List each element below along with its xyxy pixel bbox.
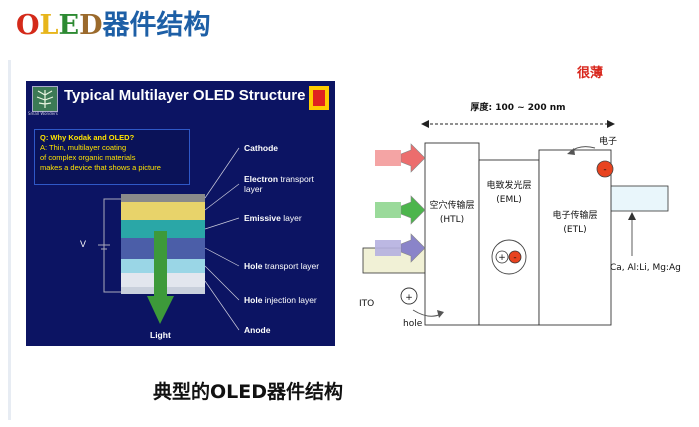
title-letter-e: E	[58, 10, 80, 41]
cathode-materials-label: Ca, Al:Li, Mg:Ag	[610, 263, 681, 273]
light-label: Light	[150, 330, 171, 340]
slide-title: Typical Multilayer OLED Structure	[64, 87, 306, 104]
thickness-label: 厚度: 100 ~ 200 nm	[470, 101, 565, 113]
emissive-layer	[121, 220, 205, 238]
qa-box: Q: Why Kodak and OLED? A: Thin, multilay…	[34, 129, 190, 185]
layer-stack-graphic	[98, 147, 240, 331]
svg-text:+: +	[405, 293, 413, 303]
kodak-slide: Small Wonders Typical Multilayer OLED St…	[26, 81, 335, 346]
layer-label-hole-transport: Hole transport layer	[244, 261, 320, 271]
eml-abbr: (EML)	[496, 195, 522, 205]
title-letter-l: L	[39, 10, 59, 41]
layer-label-anode: Anode	[244, 325, 271, 335]
htl-abbr: (HTL)	[440, 215, 464, 225]
kodak-k-mark	[313, 90, 325, 106]
blue-emission-arrow-icon	[400, 233, 426, 263]
svg-text:-: -	[513, 253, 516, 263]
svg-text:-: -	[603, 165, 606, 175]
title-rest: 器件结构	[102, 10, 211, 41]
red-emission-arrow-icon	[400, 143, 426, 173]
thin-note: 很薄	[577, 66, 604, 81]
logo-caption: Small Wonders	[28, 111, 58, 116]
small-wonders-logo-icon	[32, 86, 58, 112]
page-title: OLED器件结构	[16, 6, 211, 46]
ito-label: ITO	[359, 299, 374, 309]
electron-particle	[596, 160, 614, 178]
cathode-layer	[121, 194, 205, 202]
diagram-caption: 典型的OLED器件结构	[153, 381, 344, 403]
etl-abbr: (ETL)	[563, 225, 586, 235]
left-accent-strip	[8, 60, 11, 420]
qa-answer-line-1: A: Thin, multilayer coating	[40, 143, 127, 152]
etl-label: 电子传输层	[552, 209, 597, 221]
hole-particle	[400, 287, 418, 305]
electron-label: 电子	[599, 135, 617, 147]
qa-answer-line-2: of complex organic materials	[40, 153, 136, 162]
layer-label-emissive: Emissive layer	[244, 213, 302, 223]
qa-answer-line-3: makes a device that shows a picture	[40, 163, 161, 172]
electron-transport-layer	[121, 202, 205, 220]
leaf-icon	[36, 90, 54, 108]
light-arrow-icon	[147, 296, 174, 324]
eml-label: 电致发光层	[486, 179, 531, 191]
svg-text:+: +	[498, 253, 506, 263]
htl-layer	[424, 142, 480, 326]
cathode-electrode	[609, 185, 669, 212]
hole-label: hole	[403, 319, 423, 329]
oled-layer-diagram: 厚度: 100 ~ 200 nm - 电子 + - + 空穴传输层 (HTL) …	[359, 101, 681, 329]
voltage-label: V	[80, 239, 87, 249]
qa-question: Q: Why Kodak and OLED?	[40, 133, 135, 142]
title-letter-d: D	[79, 10, 103, 41]
title-letter-o: O	[16, 10, 40, 41]
green-emission-arrow-icon	[400, 195, 426, 225]
layer-label-hole-injection: Hole injection layer	[244, 295, 317, 305]
etl-layer	[538, 149, 612, 326]
layer-label-cathode: Cathode	[244, 143, 278, 153]
htl-label: 空穴传输层	[429, 199, 474, 211]
